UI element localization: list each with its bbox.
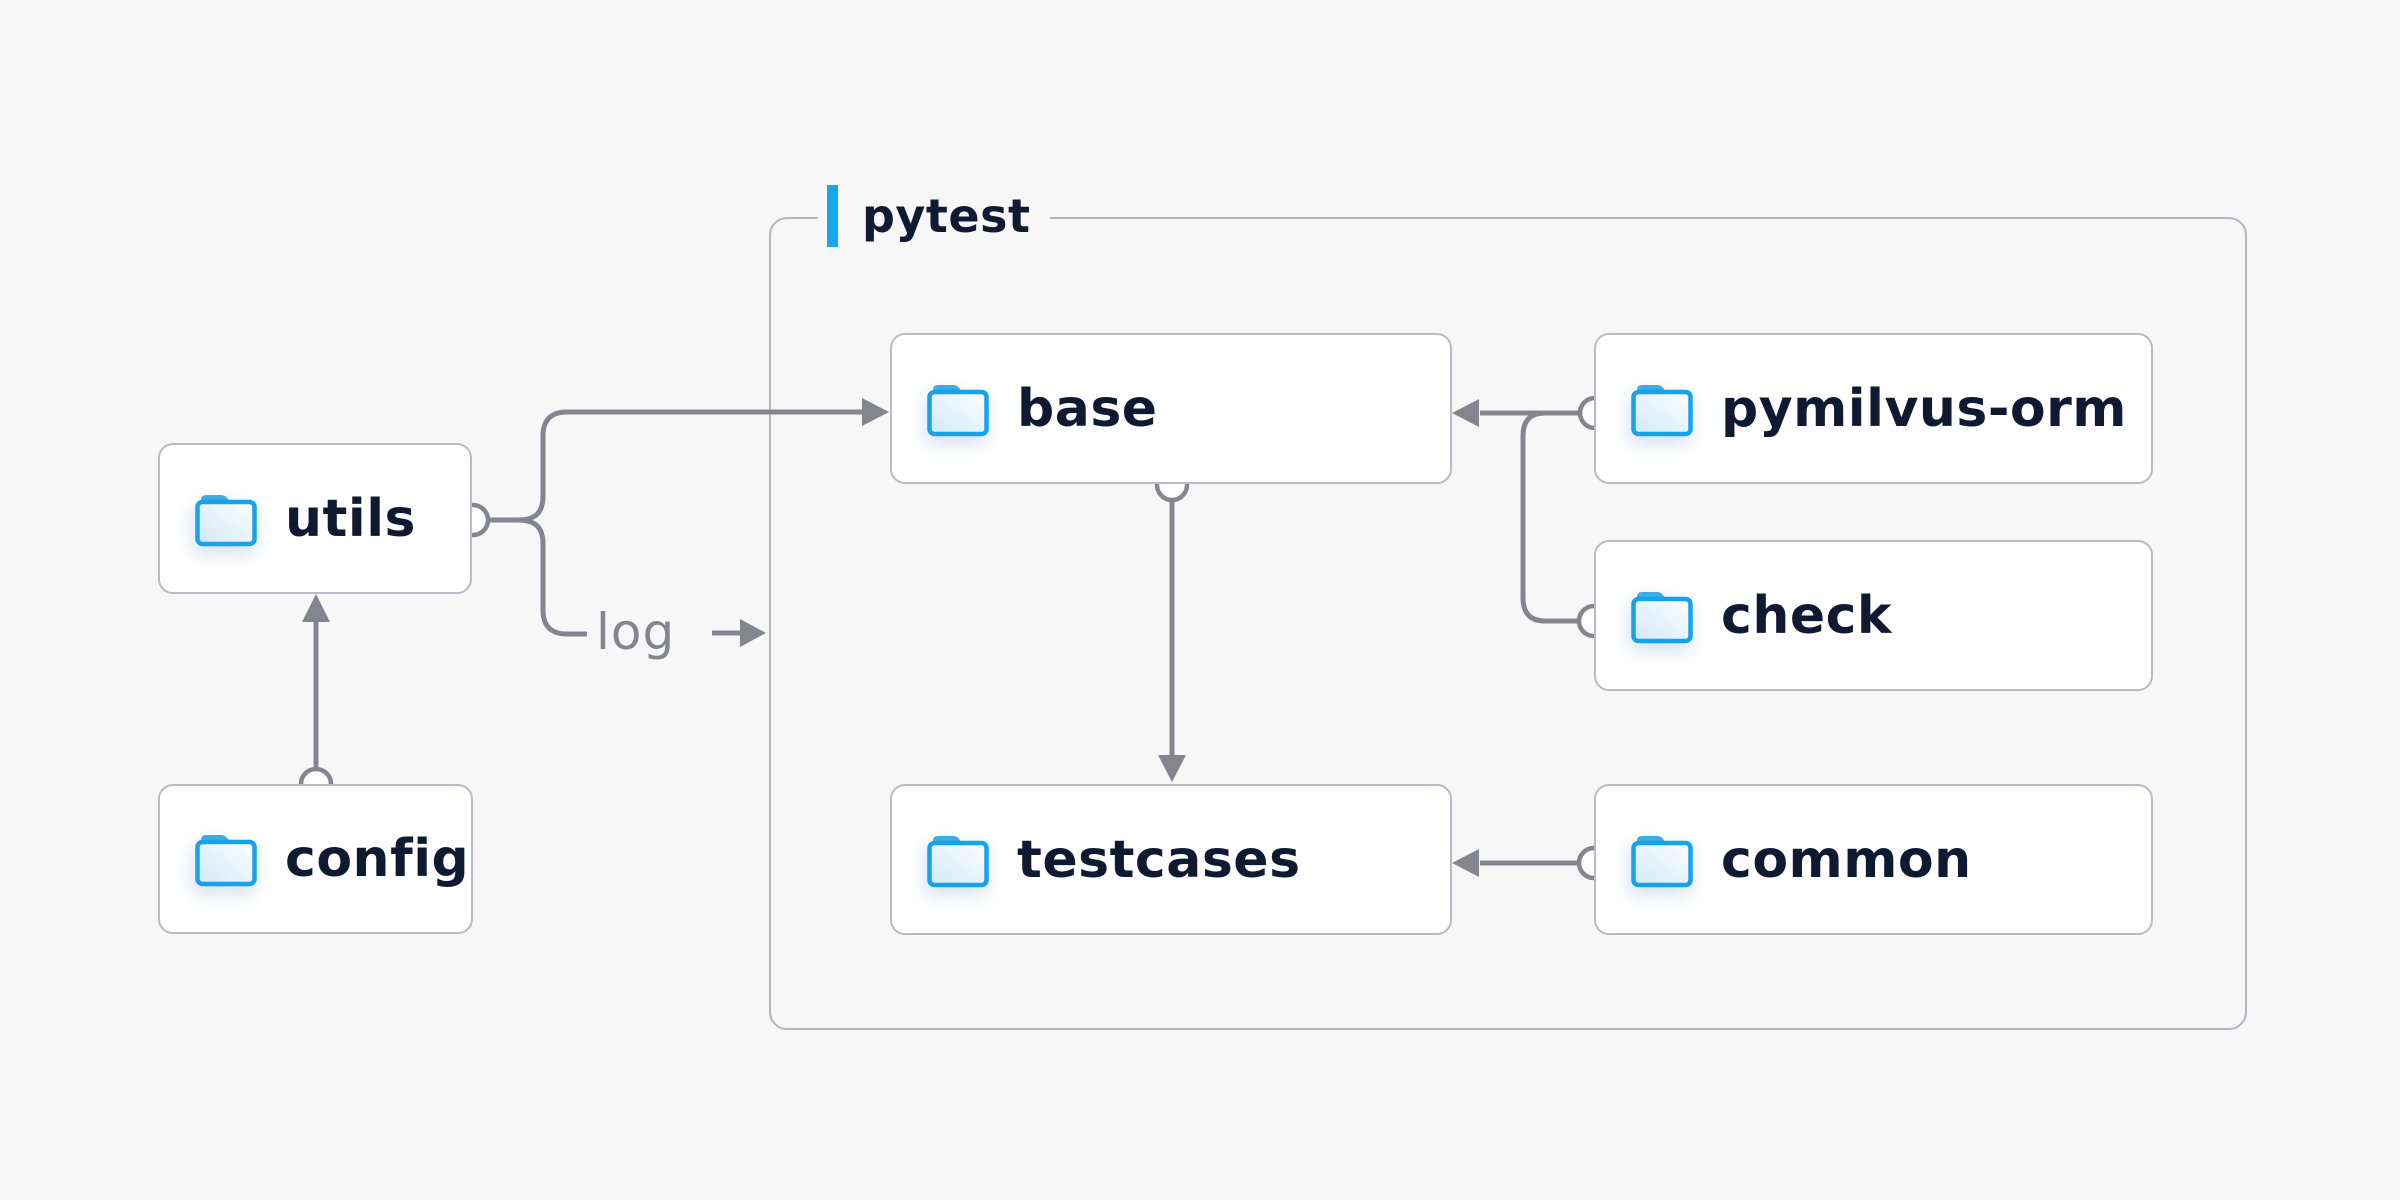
node-card-utils: utils	[158, 443, 472, 594]
folder-icon	[927, 835, 989, 887]
edge-common-to-testcases	[1452, 845, 1612, 881]
node-card-check: check	[1594, 540, 2153, 691]
node-label-base: base	[1017, 378, 1158, 439]
node-card-base: base	[890, 333, 1452, 484]
accent-bar	[827, 185, 838, 247]
folder-icon	[1631, 835, 1693, 887]
node-label-utils: utils	[285, 488, 416, 549]
node-card-pymilvus-orm: pymilvus-orm	[1594, 333, 2153, 484]
log-edge-label: log	[596, 603, 676, 661]
folder-icon	[927, 384, 989, 436]
edge-base-to-testcases	[1154, 467, 1190, 782]
node-card-config: config	[158, 784, 473, 934]
pytest-group-box	[769, 217, 2247, 1030]
pytest-group-label: pytest	[818, 184, 1051, 248]
folder-icon	[1631, 384, 1693, 436]
edge-config-to-utils	[298, 594, 334, 802]
node-card-testcases: testcases	[890, 784, 1452, 935]
node-label-check: check	[1721, 585, 1893, 646]
node-label-config: config	[285, 829, 470, 889]
folder-icon	[195, 494, 257, 546]
node-label-testcases: testcases	[1017, 829, 1301, 890]
folder-icon	[195, 835, 257, 887]
node-label-pymilvus-orm: pymilvus-orm	[1721, 378, 2127, 439]
pytest-group-title: pytest	[862, 189, 1031, 243]
edge-utils-to-base	[488, 398, 889, 523]
edge-pymilvus-orm-to-base	[1452, 395, 1613, 431]
node-label-common: common	[1721, 829, 1972, 890]
node-card-common: common	[1594, 784, 2153, 935]
folder-icon	[1631, 591, 1693, 643]
